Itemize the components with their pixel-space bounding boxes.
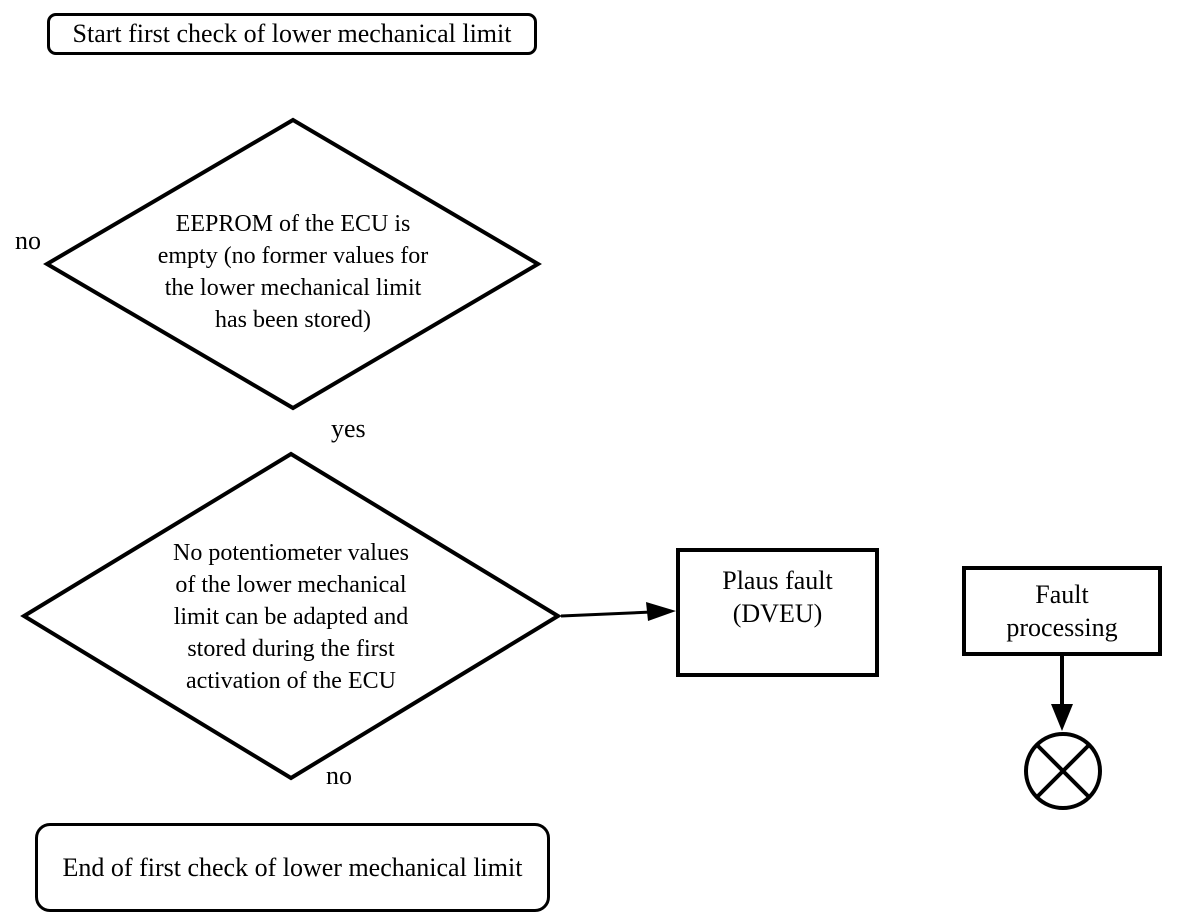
- process-fault-processing: Fault processing: [962, 566, 1162, 656]
- process-fault-processing-label: Fault processing: [1006, 580, 1118, 642]
- start-terminator-label: Start first check of lower mechanical li…: [72, 19, 512, 48]
- edge-label-yes-decision1: yes: [331, 414, 366, 443]
- end-terminator: End of first check of lower mechanical l…: [35, 823, 550, 912]
- edge-label-no-decision1: no: [15, 226, 41, 255]
- process-plaus-fault-label: Plaus fault (DVEU): [722, 566, 833, 628]
- edge-label-no-decision2: no: [326, 761, 352, 790]
- end-terminator-label: End of first check of lower mechanical l…: [62, 852, 523, 882]
- decision-diamond-eeprom-empty: [43, 117, 542, 411]
- arrow-fault-processing-to-connector: [1051, 656, 1073, 731]
- crossed-circle-connector-icon: [1024, 732, 1102, 810]
- process-plaus-fault: Plaus fault (DVEU): [676, 548, 879, 677]
- start-terminator: Start first check of lower mechanical li…: [47, 13, 537, 55]
- arrow-decision2-to-plaus-fault: [560, 602, 676, 621]
- decision-diamond-potentiometer: [20, 451, 562, 781]
